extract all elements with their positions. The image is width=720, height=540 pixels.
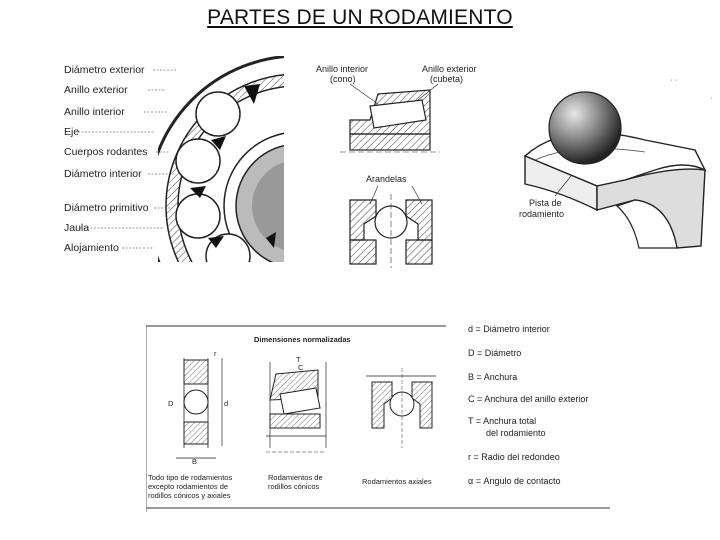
svg-text:· ·: · · [670, 75, 677, 84]
label-eje: Eje [64, 126, 79, 138]
label-diametro-exterior: Diámetro exterior [64, 64, 145, 76]
tapered-roller [369, 99, 427, 129]
rolling-element [175, 138, 221, 184]
axial-washer-left [349, 199, 377, 241]
rolling-element [175, 193, 221, 239]
raceway-figure: Pista de rodamiento · · · [519, 75, 713, 249]
caption-axial: Rodamientos axiales [362, 477, 432, 486]
dim-mark-d: d [224, 399, 228, 408]
label-raceway-2: rodamiento [519, 209, 564, 219]
label-section-inner-ring-sub: (cono) [330, 74, 356, 84]
legend-C: C = Anchura del anillo exterior [468, 394, 588, 404]
dim-mark-B: B [192, 457, 197, 466]
dim-mark-r: r [214, 349, 217, 358]
axial-washer-right [405, 199, 433, 241]
legend-T2: del rodamiento [486, 428, 546, 438]
bearing-label-list: Diámetro exterior Anillo exterior Anillo… [64, 64, 149, 254]
caption-ball-1: Todo tipo de rodamientos [148, 473, 232, 482]
dim-mark-D: D [168, 399, 174, 408]
label-section-washers: Arandelas [366, 174, 407, 184]
ball-shape [548, 91, 622, 165]
dimensions-heading: Dimensiones normalizadas [254, 335, 351, 344]
page-title: PARTES DE UN RODAMIENTO [207, 6, 513, 29]
label-raceway-1: Pista de [529, 198, 562, 208]
label-diametro-interior: Diámetro interior [64, 168, 142, 180]
dim-mark-C: C [298, 363, 304, 372]
bearing-section-figure: Anillo interior (cono) Anillo exterior (… [316, 64, 477, 268]
label-section-outer-ring: Anillo exterior [422, 64, 477, 74]
label-diametro-primitivo: Diámetro primitivo [64, 202, 149, 214]
legend-r: r = Radio del redondeo [468, 452, 560, 462]
label-anillo-interior: Anillo interior [64, 106, 125, 118]
legend-T1: T = Anchura total [468, 416, 536, 426]
label-cuerpos-rodantes: Cuerpos rodantes [64, 146, 147, 158]
dimensions-figure: Dimensiones normalizadas r B D d T C Tod… [146, 324, 610, 512]
caption-conical-2: rodillos cónicos [268, 482, 320, 491]
axial-bearing-section [366, 368, 436, 448]
dimension-legend: d = Diámetro interior D = Diámetro B = A… [468, 324, 588, 486]
bearing-cutaway-figure: Diámetro exterior Anillo exterior Anillo… [64, 56, 284, 262]
label-jaula: Jaula [64, 222, 89, 234]
caption-conical-1: Rodamientos de [268, 473, 323, 482]
ball-bearing-section: r B D d [168, 349, 228, 466]
label-anillo-exterior: Anillo exterior [64, 84, 128, 96]
legend-alpha: α = Angulo de contacto [468, 476, 561, 486]
caption-ball-2: excepto rodamientos de [148, 482, 228, 491]
legend-B: B = Anchura [468, 372, 517, 382]
label-alojamiento: Alojamiento [64, 242, 119, 254]
legend-D: D = Diámetro [468, 348, 521, 358]
legend-d: d = Diámetro interior [468, 324, 550, 334]
rolling-element [195, 91, 241, 137]
svg-text:·: · [710, 93, 713, 102]
conical-roller-section: T C [266, 355, 327, 453]
label-section-inner-ring: Anillo interior [316, 64, 368, 74]
tapered-cone-section [349, 133, 431, 151]
label-section-outer-ring-sub: (cubeta) [430, 74, 463, 84]
dim-mark-T: T [296, 355, 301, 364]
caption-ball-3: rodillos cónicos y axiales [148, 491, 231, 500]
